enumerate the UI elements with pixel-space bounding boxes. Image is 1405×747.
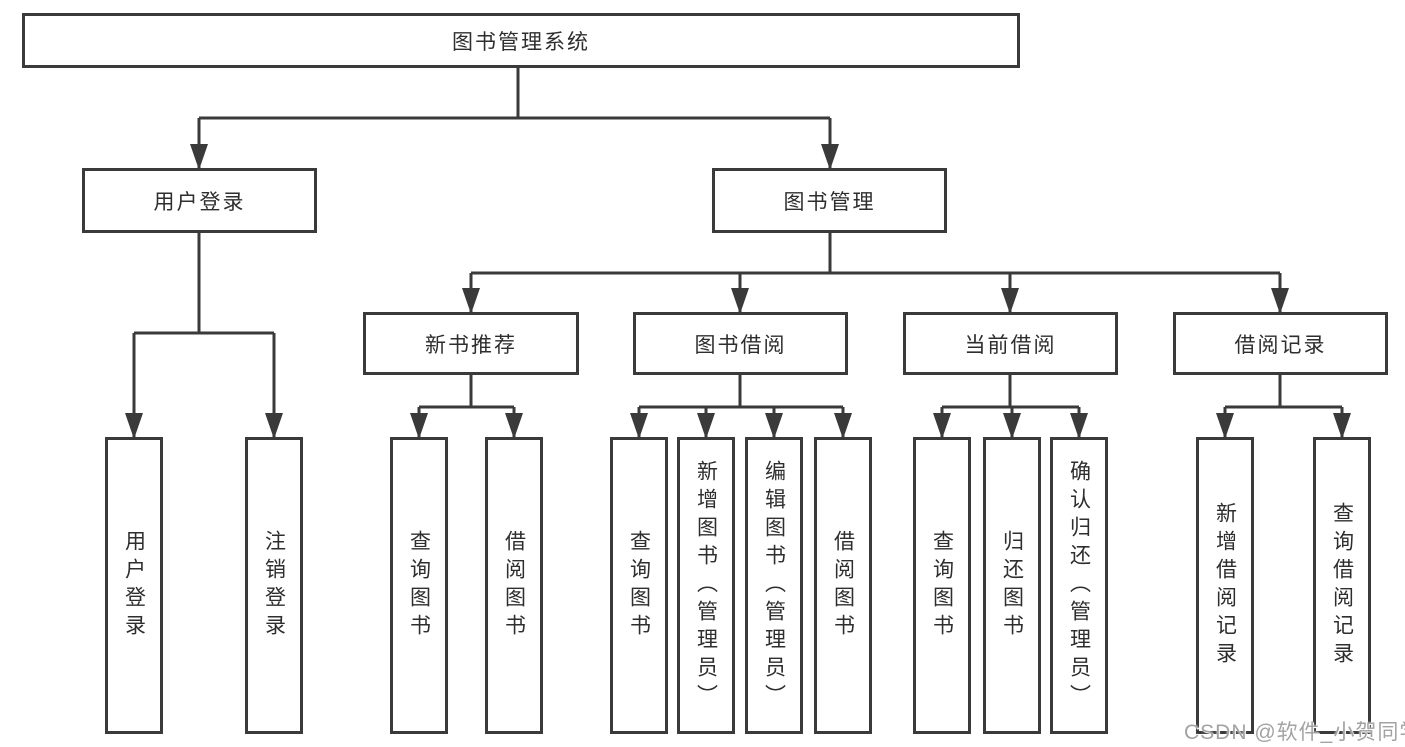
leaf-query-books-borrowing: 查询图书 <box>610 437 668 734</box>
leaf-borrow-books-newrec: 借阅图书 <box>485 437 543 734</box>
node-borrowing-records: 借阅记录 <box>1173 312 1388 375</box>
node-library-management-system: 图书管理系统 <box>22 13 1020 68</box>
node-user-login: 用户登录 <box>82 168 317 233</box>
leaf-confirm-return-admin: 确认归还（管理员） <box>1050 437 1108 734</box>
node-new-book-recommendation: 新书推荐 <box>363 312 579 375</box>
connector-root-to-level2 <box>199 68 830 120</box>
connector-user-login-branch <box>134 233 274 335</box>
node-current-borrowing: 当前借阅 <box>903 312 1118 375</box>
connector-current-borrowing-branch <box>942 375 1079 409</box>
leaf-query-borrow-record: 查询借阅记录 <box>1313 437 1371 734</box>
leaf-borrow-books-borrowing: 借阅图书 <box>814 437 872 734</box>
node-book-borrowing: 图书借阅 <box>633 312 848 375</box>
leaf-user-login: 用户登录 <box>105 437 163 734</box>
leaf-add-books-admin: 新增图书（管理员） <box>677 437 735 734</box>
connector-new-book-branch <box>419 375 514 409</box>
leaf-return-books: 归还图书 <box>983 437 1041 734</box>
leaf-edit-books-admin: 编辑图书（管理员） <box>745 437 803 734</box>
connector-book-borrowing-branch <box>639 375 843 409</box>
connector-borrowing-records-branch <box>1225 375 1342 409</box>
leaf-query-books-current: 查询图书 <box>913 437 971 734</box>
leaf-add-borrow-record: 新增借阅记录 <box>1196 437 1254 734</box>
watermark: CSDN @软件_小贺同学 <box>1184 721 1405 744</box>
connector-book-management-branch <box>471 233 1280 275</box>
node-book-management: 图书管理 <box>712 168 947 233</box>
leaf-query-books-newrec: 查询图书 <box>390 437 448 734</box>
leaf-logout-login: 注销登录 <box>245 437 303 734</box>
